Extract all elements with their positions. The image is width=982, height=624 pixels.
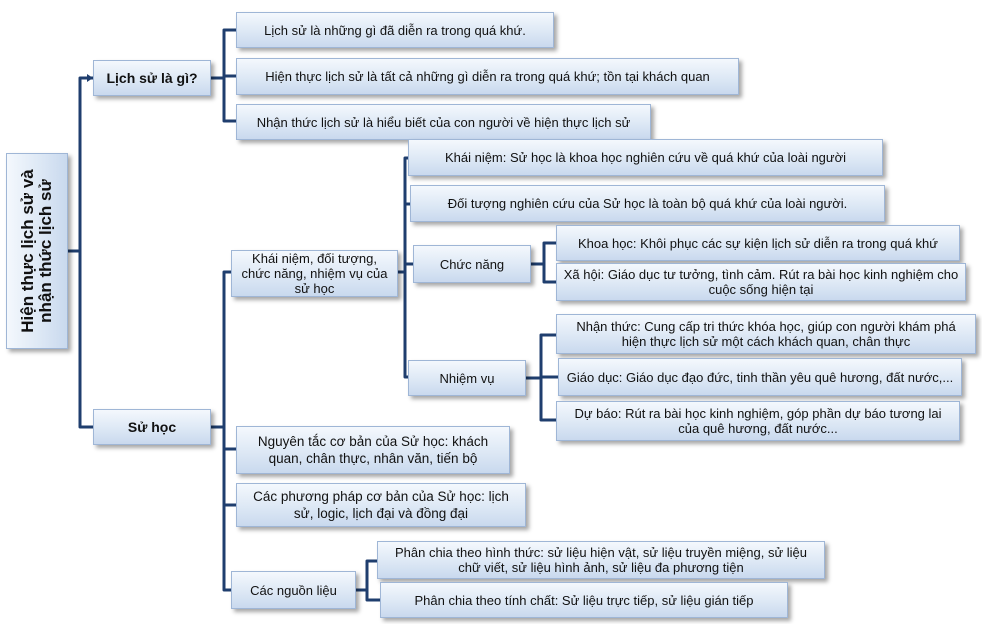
connector-branch1	[209, 28, 238, 123]
task-node: Nhiệm vụ	[408, 360, 526, 396]
connector-concept	[396, 156, 415, 379]
history-definition-item-3: Nhận thức lịch sử là hiểu biết của con n…	[236, 104, 651, 140]
sources-node: Các nguồn liệu	[231, 571, 356, 609]
history-definition-item-2: Hiện thực lịch sử là tất cả những gì diễ…	[236, 58, 739, 95]
connector-branch2	[209, 270, 238, 592]
function-item-society: Xã hội: Giáo dục tư tưởng, tình cảm. Rút…	[556, 263, 966, 301]
concept-definition: Khái niệm: Sử học là khoa học nghiên cứu…	[408, 139, 883, 176]
task-item-forecast: Dự báo: Rút ra bài học kinh nghiệm, góp …	[556, 401, 960, 441]
methods-node: Các phương pháp cơ bản của Sử học: lịch …	[236, 483, 526, 527]
principles-node: Nguyên tắc cơ bản của Sử học: khách quan…	[236, 426, 510, 474]
sources-item-nature: Phân chia theo tính chất: Sử liệu trực t…	[380, 582, 788, 618]
connector-function	[529, 241, 558, 284]
history-definition-item-1: Lịch sử là những gì đã diễn ra trong quá…	[236, 12, 554, 48]
concept-node: Khái niệm, đối tượng, chức năng, nhiệm v…	[231, 250, 398, 297]
branch-history-science: Sử học	[93, 409, 211, 445]
connector-task	[524, 333, 560, 422]
sources-item-form: Phân chia theo hình thức: sử liệu hiện v…	[377, 541, 825, 579]
branch-history-definition: Lịch sử là gì?	[93, 60, 211, 96]
function-item-science: Khoa học: Khôi phục các sự kiện lịch sử …	[556, 225, 960, 261]
connector-root	[66, 76, 95, 429]
root-label: Hiện thực lịch sử và nhận thức lịch sử	[18, 169, 55, 333]
function-node: Chức năng	[413, 245, 531, 283]
connector-sources	[354, 559, 382, 602]
root-node: Hiện thực lịch sử và nhận thức lịch sử	[6, 153, 68, 349]
task-item-education: Giáo dục: Giáo dục đạo đức, tinh thần yê…	[558, 358, 962, 396]
task-item-awareness: Nhận thức: Cung cấp tri thức khóa học, g…	[556, 314, 976, 354]
concept-object: Đối tượng nghiên cứu của Sử học là toàn …	[410, 185, 885, 222]
